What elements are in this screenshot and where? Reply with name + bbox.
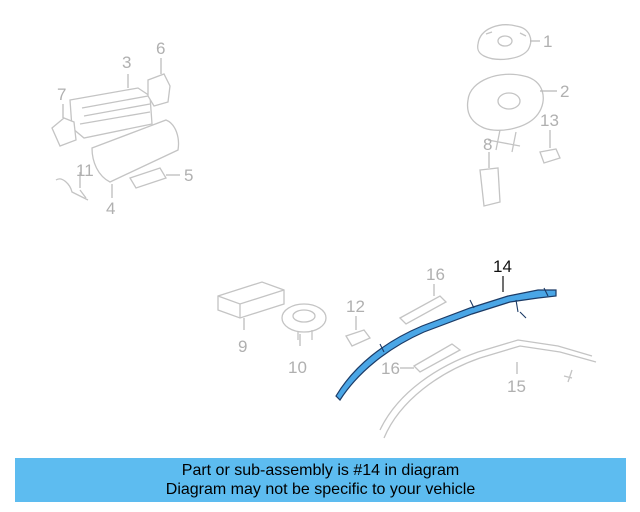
callout-16-upper: 16	[426, 265, 445, 284]
part-16-lower-bracket	[412, 343, 462, 373]
callout-2: 2	[560, 82, 569, 101]
part-12-sensor	[345, 329, 372, 347]
callout-4: 4	[106, 199, 115, 218]
part-11-clip	[55, 178, 89, 201]
callout-10: 10	[288, 358, 307, 377]
callout-12: 12	[346, 297, 365, 316]
callout-15: 15	[507, 377, 526, 396]
callout-8: 8	[483, 135, 492, 154]
callout-3: 3	[122, 53, 131, 72]
part-1-driver-airbag	[477, 24, 532, 61]
part-15-curtain-airbag	[379, 339, 597, 439]
part-4-cover	[91, 119, 180, 183]
parts-diagram: 1 2 13 8 3 6 7 4 5	[51, 24, 597, 439]
part-6-bracket	[147, 73, 171, 107]
part-2-steering-wheel	[466, 73, 544, 153]
part-10-clock-spring	[281, 303, 327, 340]
callout-16-lower: 16	[381, 359, 400, 378]
part-3-passenger-airbag	[69, 87, 153, 139]
callout-9: 9	[238, 337, 247, 356]
part-7-bracket	[51, 117, 77, 147]
banner-line-2: Diagram may not be specific to your vehi…	[165, 481, 476, 498]
part-5-bracket	[129, 167, 167, 189]
callout-7: 7	[57, 85, 66, 104]
part-9-control-module	[217, 281, 285, 319]
callout-6: 6	[156, 39, 165, 58]
info-banner: Part or sub-assembly is #14 in diagram D…	[15, 458, 626, 502]
banner-line-1: Part or sub-assembly is #14 in diagram	[181, 462, 460, 479]
part-14-curtain-airbag	[335, 287, 557, 401]
part-16-upper-bracket	[398, 295, 448, 325]
callout-1: 1	[543, 32, 552, 51]
callout-11: 11	[76, 161, 94, 180]
callout-14: 14	[493, 257, 512, 276]
part-8-side-airbag	[479, 167, 501, 207]
callout-5: 5	[184, 166, 193, 185]
part-13-sensor	[539, 148, 561, 164]
callout-13: 13	[540, 111, 559, 130]
